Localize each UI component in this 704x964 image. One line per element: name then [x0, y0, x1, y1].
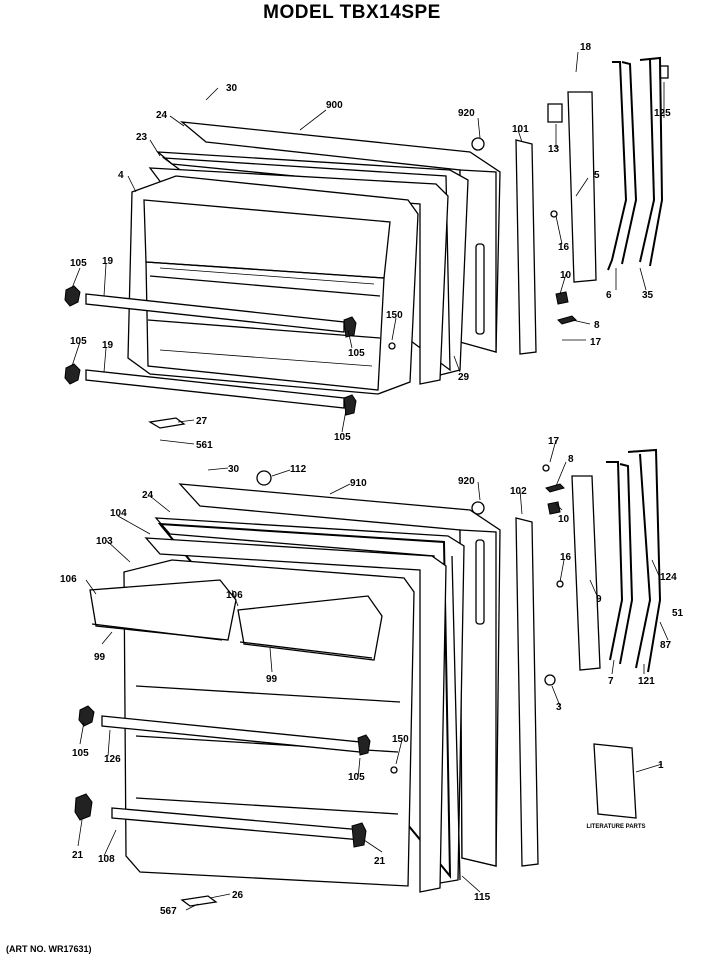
- dairy-compartment-door-right: [237, 595, 383, 661]
- diagram-title: MODEL TBX14SPE: [263, 2, 441, 23]
- callout-106: 106: [60, 574, 77, 585]
- callout-108: 108: [98, 854, 115, 865]
- callout-30: 30: [226, 83, 238, 94]
- callout-24: 24: [156, 110, 168, 121]
- callout-24: 24: [142, 490, 154, 501]
- callout-920: 920: [458, 476, 475, 487]
- callout-6: 6: [606, 290, 612, 301]
- callout-10: 10: [558, 514, 570, 525]
- callout-27: 27: [196, 416, 208, 427]
- fresh-food-door-gasket: [154, 517, 465, 885]
- callout-19: 19: [102, 340, 114, 351]
- callout-labels: 30 900 920 24 23 4 101 18 125 13 5 16 10…: [60, 42, 684, 917]
- callout-106: 106: [226, 590, 243, 601]
- freezer-door-assembly: [64, 56, 669, 429]
- callout-105: 105: [70, 258, 87, 269]
- callout-16: 16: [558, 242, 570, 253]
- callout-26: 26: [232, 890, 244, 901]
- callout-910: 910: [350, 478, 367, 489]
- callout-4: 4: [118, 170, 124, 181]
- callout-35: 35: [642, 290, 654, 301]
- freezer-shelf-bar-lower: [85, 369, 345, 409]
- callout-21: 21: [374, 856, 386, 867]
- callout-900: 900: [326, 100, 343, 111]
- literature-parts-booklet: [593, 743, 637, 819]
- callout-5: 5: [594, 170, 600, 181]
- callout-101: 101: [512, 124, 529, 135]
- callout-18: 18: [580, 42, 592, 53]
- callout-7: 7: [608, 676, 614, 687]
- fresh-food-door-assembly: [74, 448, 662, 907]
- callout-112: 112: [290, 464, 307, 475]
- callout-126: 126: [104, 754, 121, 765]
- callout-17: 17: [548, 436, 560, 447]
- callout-9: 9: [596, 594, 602, 605]
- callout-21: 21: [72, 850, 84, 861]
- callout-105: 105: [70, 336, 87, 347]
- callout-29: 29: [458, 372, 470, 383]
- callout-105: 105: [334, 432, 351, 443]
- callout-150: 150: [386, 310, 403, 321]
- callout-104: 104: [110, 508, 127, 519]
- callout-19: 19: [102, 256, 114, 267]
- callout-105: 105: [348, 772, 365, 783]
- freezer-door-liner: [127, 175, 419, 395]
- callout-17: 17: [590, 337, 602, 348]
- callout-8: 8: [568, 454, 574, 465]
- callout-23: 23: [136, 132, 148, 143]
- callout-121: 121: [638, 676, 655, 687]
- callout-920: 920: [458, 108, 475, 119]
- callout-51: 51: [672, 608, 684, 619]
- callout-3: 3: [556, 702, 562, 713]
- callout-99: 99: [94, 652, 106, 663]
- callout-30: 30: [228, 464, 240, 475]
- freezer-door-trim: [515, 139, 537, 355]
- callout-567: 567: [160, 906, 177, 917]
- callout-16: 16: [560, 552, 572, 563]
- callout-87: 87: [660, 640, 672, 651]
- callout-99: 99: [266, 674, 278, 685]
- callout-10: 10: [560, 270, 572, 281]
- callout-1: 1: [658, 760, 664, 771]
- freezer-shelf-bar-upper: [85, 293, 345, 333]
- callout-105: 105: [348, 348, 365, 359]
- callout-125: 125: [654, 108, 671, 119]
- callout-561: 561: [196, 440, 213, 451]
- callout-103: 103: [96, 536, 113, 547]
- callout-13: 13: [548, 144, 560, 155]
- callout-102: 102: [510, 486, 527, 497]
- fresh-food-door-trim: [515, 517, 539, 867]
- callout-105: 105: [72, 748, 89, 759]
- art-number: (ART NO. WR17631): [6, 944, 92, 954]
- callout-8: 8: [594, 320, 600, 331]
- leader-lines: [71, 51, 669, 911]
- literature-caption: LITERATURE PARTS: [586, 824, 646, 830]
- dairy-compartment-door-left: [89, 579, 237, 641]
- callout-150: 150: [392, 734, 409, 745]
- callout-115: 115: [474, 892, 491, 903]
- callout-124: 124: [660, 572, 677, 583]
